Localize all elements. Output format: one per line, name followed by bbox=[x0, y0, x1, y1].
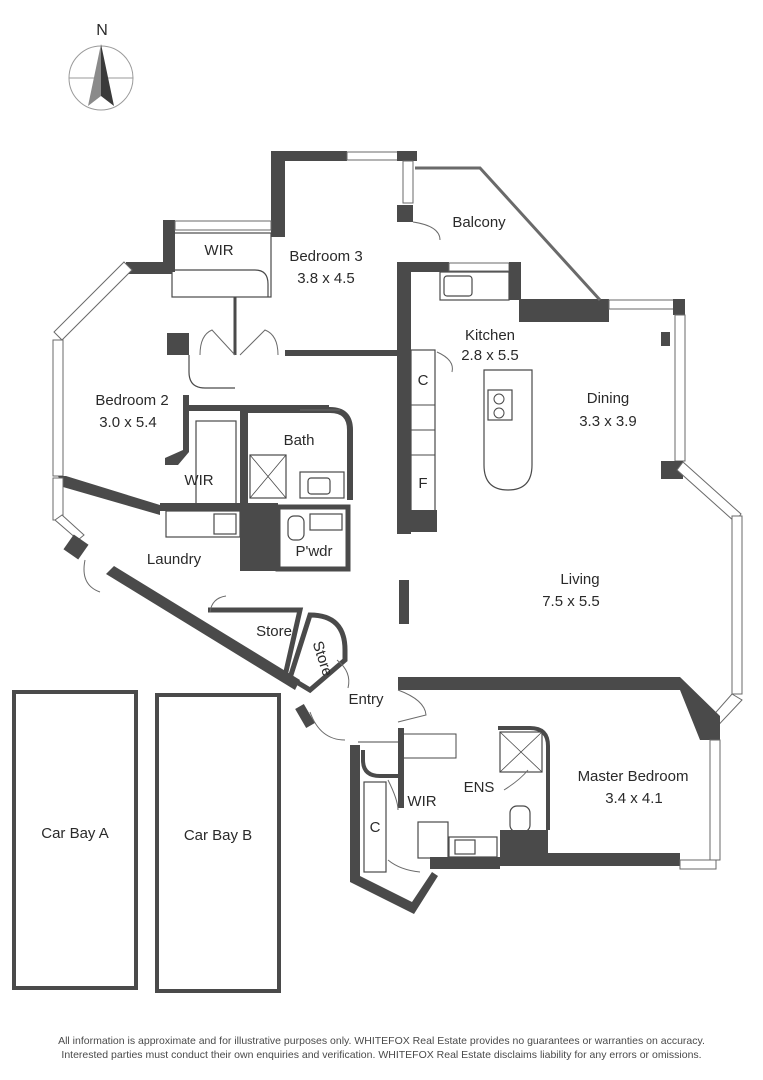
car-bay-b-label: Car Bay B bbox=[184, 827, 252, 844]
wir-master-label: WIR bbox=[407, 793, 436, 810]
car-bay-b-outline bbox=[155, 693, 281, 993]
compass-north-label: N bbox=[96, 22, 108, 39]
entry-label: Entry bbox=[348, 691, 384, 708]
kitchen-c-label: C bbox=[418, 372, 429, 389]
compass-needle-right bbox=[101, 44, 114, 106]
cupboard-master-label: C bbox=[370, 819, 381, 836]
car-bay-a-outline bbox=[12, 690, 138, 990]
disclaimer-line-2: Interested parties must conduct their ow… bbox=[61, 1049, 702, 1061]
bedroom3-size: 3.8 x 4.5 bbox=[297, 270, 355, 287]
dining-label: Dining bbox=[587, 390, 630, 407]
disclaimer: All information is approximate and for i… bbox=[0, 1034, 763, 1062]
pwdr-label: P'wdr bbox=[295, 543, 332, 560]
wir-bed2-label: WIR bbox=[184, 472, 213, 489]
kitchen-f-label: F bbox=[418, 475, 427, 492]
master-bedroom-label: Master Bedroom bbox=[578, 768, 689, 785]
walls bbox=[52, 151, 743, 914]
compass-needle-left bbox=[88, 44, 101, 106]
dining-size: 3.3 x 3.9 bbox=[579, 413, 637, 430]
store-label: Store bbox=[256, 623, 292, 640]
bedroom2-label: Bedroom 2 bbox=[95, 392, 168, 409]
living-label: Living bbox=[560, 571, 599, 588]
room-labels: Balcony Bedroom 3 3.8 x 4.5 WIR Bedroom … bbox=[41, 214, 688, 844]
bedroom3-label: Bedroom 3 bbox=[289, 248, 362, 265]
floor-plan: N bbox=[12, 22, 743, 993]
disclaimer-line-1: All information is approximate and for i… bbox=[58, 1035, 705, 1047]
store-rotated-label: Store bbox=[309, 639, 336, 678]
compass: N bbox=[68, 22, 134, 111]
wir-bed3-label: WIR bbox=[204, 242, 233, 259]
living-size: 7.5 x 5.5 bbox=[542, 593, 600, 610]
bedroom2-size: 3.0 x 5.4 bbox=[99, 414, 157, 431]
kitchen-label: Kitchen bbox=[465, 327, 515, 344]
laundry-label: Laundry bbox=[147, 551, 202, 568]
balcony-label: Balcony bbox=[452, 214, 506, 231]
door-swings bbox=[83, 221, 529, 873]
ens-label: ENS bbox=[464, 779, 495, 796]
master-bedroom-size: 3.4 x 4.1 bbox=[605, 790, 663, 807]
car-bays bbox=[12, 690, 281, 993]
car-bay-a-label: Car Bay A bbox=[41, 825, 109, 842]
bath-label: Bath bbox=[284, 432, 315, 449]
kitchen-size: 2.8 x 5.5 bbox=[461, 347, 519, 364]
